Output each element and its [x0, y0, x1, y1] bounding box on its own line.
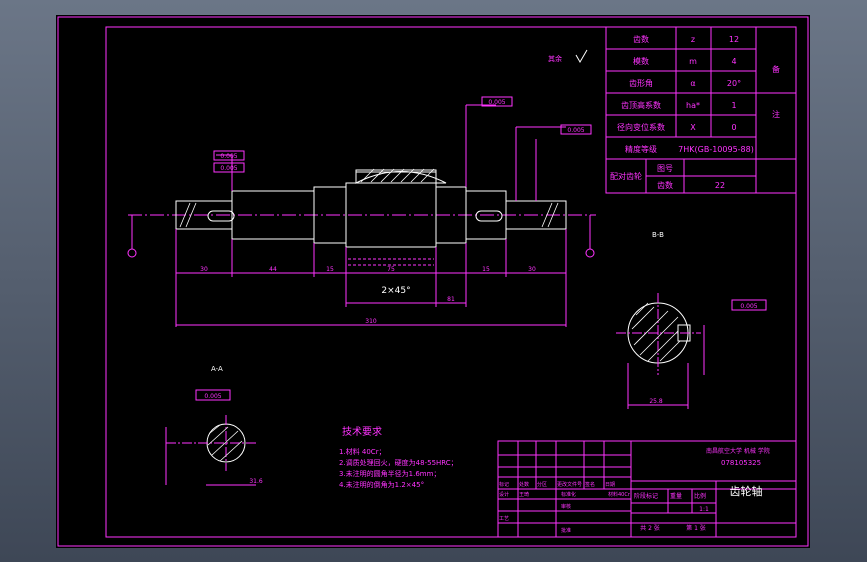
param-sym-1: m [689, 57, 697, 66]
tech-item-1: 1.材料 40Cr； [339, 447, 386, 456]
dim-total: 310 [365, 318, 377, 325]
param-name-4: 径向变位系数 [617, 122, 665, 132]
dim-2: 44 [269, 266, 277, 273]
dim-5: 15 [482, 266, 490, 273]
dim-6: 30 [528, 266, 536, 273]
precision-value: 7HK(GB-10095-88) [678, 145, 754, 154]
drawing-canvas[interactable]: 齿数 z 12 模数 m 4 齿形角 α 20° 齿顶高系数 ha* 1 径向变… [56, 15, 810, 548]
tb-header-2: 分区 [537, 481, 547, 488]
section-aa-label: A-A [211, 365, 223, 373]
chamfer-note: 2×45° [381, 286, 410, 296]
roughness-symbol [575, 49, 588, 63]
tb-designer: 设计 [499, 491, 509, 498]
cad-viewport[interactable]: 齿数 z 12 模数 m 4 齿形角 α 20° 齿顶高系数 ha* 1 径向变… [56, 15, 810, 548]
inner-border [105, 26, 797, 538]
gear-shaft-main-view [127, 104, 596, 327]
param-name-0: 齿数 [633, 34, 649, 44]
section-bb-dim: 25.8 [649, 398, 663, 405]
part-name: 齿轮轴 [730, 484, 763, 498]
mating-teeth-value: 22 [715, 181, 725, 190]
tb-scale-label: 比例 [694, 492, 706, 500]
tolerance-1: 0.005 [488, 99, 505, 106]
param-sym-2: α [690, 79, 695, 88]
outer-border [57, 16, 809, 547]
param-name-1: 模数 [633, 56, 649, 66]
section-aa-dim: 31.6 [249, 478, 263, 485]
tb-designer-name: 王琦 [519, 492, 529, 498]
tech-item-4: 4.未注明的倒角为1.2×45° [339, 480, 424, 489]
tb-stage: 阶段标记 [634, 492, 658, 500]
technical-requirements: 技术要求 1.材料 40Cr； 2.调质处理回火，硬度为48-55HRC； 3.… [339, 425, 458, 489]
tolerance-5: 0.005 [740, 303, 757, 310]
dim-1: 30 [200, 266, 208, 273]
param-val-4: 0 [731, 123, 736, 132]
side-note-1: 备 [772, 64, 780, 74]
param-name-3: 齿顶高系数 [621, 100, 661, 110]
tb-header-5: 日期 [605, 482, 615, 488]
tb-header-4: 签名 [585, 481, 595, 488]
mating-teeth-label: 齿数 [657, 180, 673, 190]
drawing-number: 078105325 [721, 459, 761, 467]
tolerance-3: 0.005 [220, 153, 237, 160]
param-val-0: 12 [729, 35, 739, 44]
section-bb-label: B-B [652, 231, 664, 239]
tech-item-2: 2.调质处理回火，硬度为48-55HRC； [339, 458, 458, 467]
param-sym-3: ha* [686, 101, 700, 110]
tolerance-6: 0.005 [204, 393, 221, 400]
scale-value: 1:1 [699, 506, 709, 513]
tb-craft: 工艺 [499, 516, 509, 522]
param-sym-0: z [691, 35, 695, 44]
tech-item-3: 3.未注明的圆角半径为1.6mm； [339, 469, 440, 478]
side-note-2: 注 [772, 109, 780, 119]
dim-4: 75 [387, 266, 395, 273]
tolerance-4: 0.005 [220, 165, 237, 172]
school-name: 南昌航空大学 机械 学院 [706, 447, 770, 455]
param-name-2: 齿形角 [629, 78, 653, 88]
param-val-2: 20° [727, 79, 741, 88]
tb-check: 审核 [561, 503, 571, 510]
tech-title: 技术要求 [342, 425, 382, 438]
mating-gear-label: 配对齿轮 [610, 171, 642, 181]
sheet-number: 第 1 张 [686, 524, 706, 532]
tolerance-2: 0.005 [567, 127, 584, 134]
mating-drawing-no-label: 图号 [657, 164, 673, 173]
tb-header-3: 更改文件号 [557, 481, 582, 488]
roughness-note: 其余 [548, 54, 562, 63]
tb-weight: 重量 [670, 492, 682, 500]
tb-header-0: 标记 [499, 481, 509, 488]
param-val-1: 4 [731, 57, 736, 66]
tb-material: 材料40Cr [608, 491, 631, 498]
section-aa: A-A 31.6 [165, 365, 263, 486]
param-val-3: 1 [731, 101, 736, 110]
gear-parameter-table: 齿数 z 12 模数 m 4 齿形角 α 20° 齿顶高系数 ha* 1 径向变… [605, 26, 797, 194]
dim-a1: 81 [447, 296, 455, 303]
tb-approve: 批准 [561, 527, 571, 534]
tolerance-frames: 0.005 0.005 0.005 0.005 0.005 0.005 [195, 96, 767, 401]
tb-standardization: 标准化 [561, 491, 576, 498]
precision-label: 精度等级 [625, 144, 657, 154]
dim-3: 15 [326, 266, 334, 273]
param-sym-4: X [690, 123, 696, 132]
section-bb: B-B 25.8 [616, 231, 705, 409]
tb-header-1: 处数 [519, 481, 529, 488]
title-block: 南昌航空大学 机械 学院 078105325 齿轮轴 1:1 共 2 张 第 1… [497, 440, 797, 538]
sheets-total: 共 2 张 [640, 524, 660, 532]
